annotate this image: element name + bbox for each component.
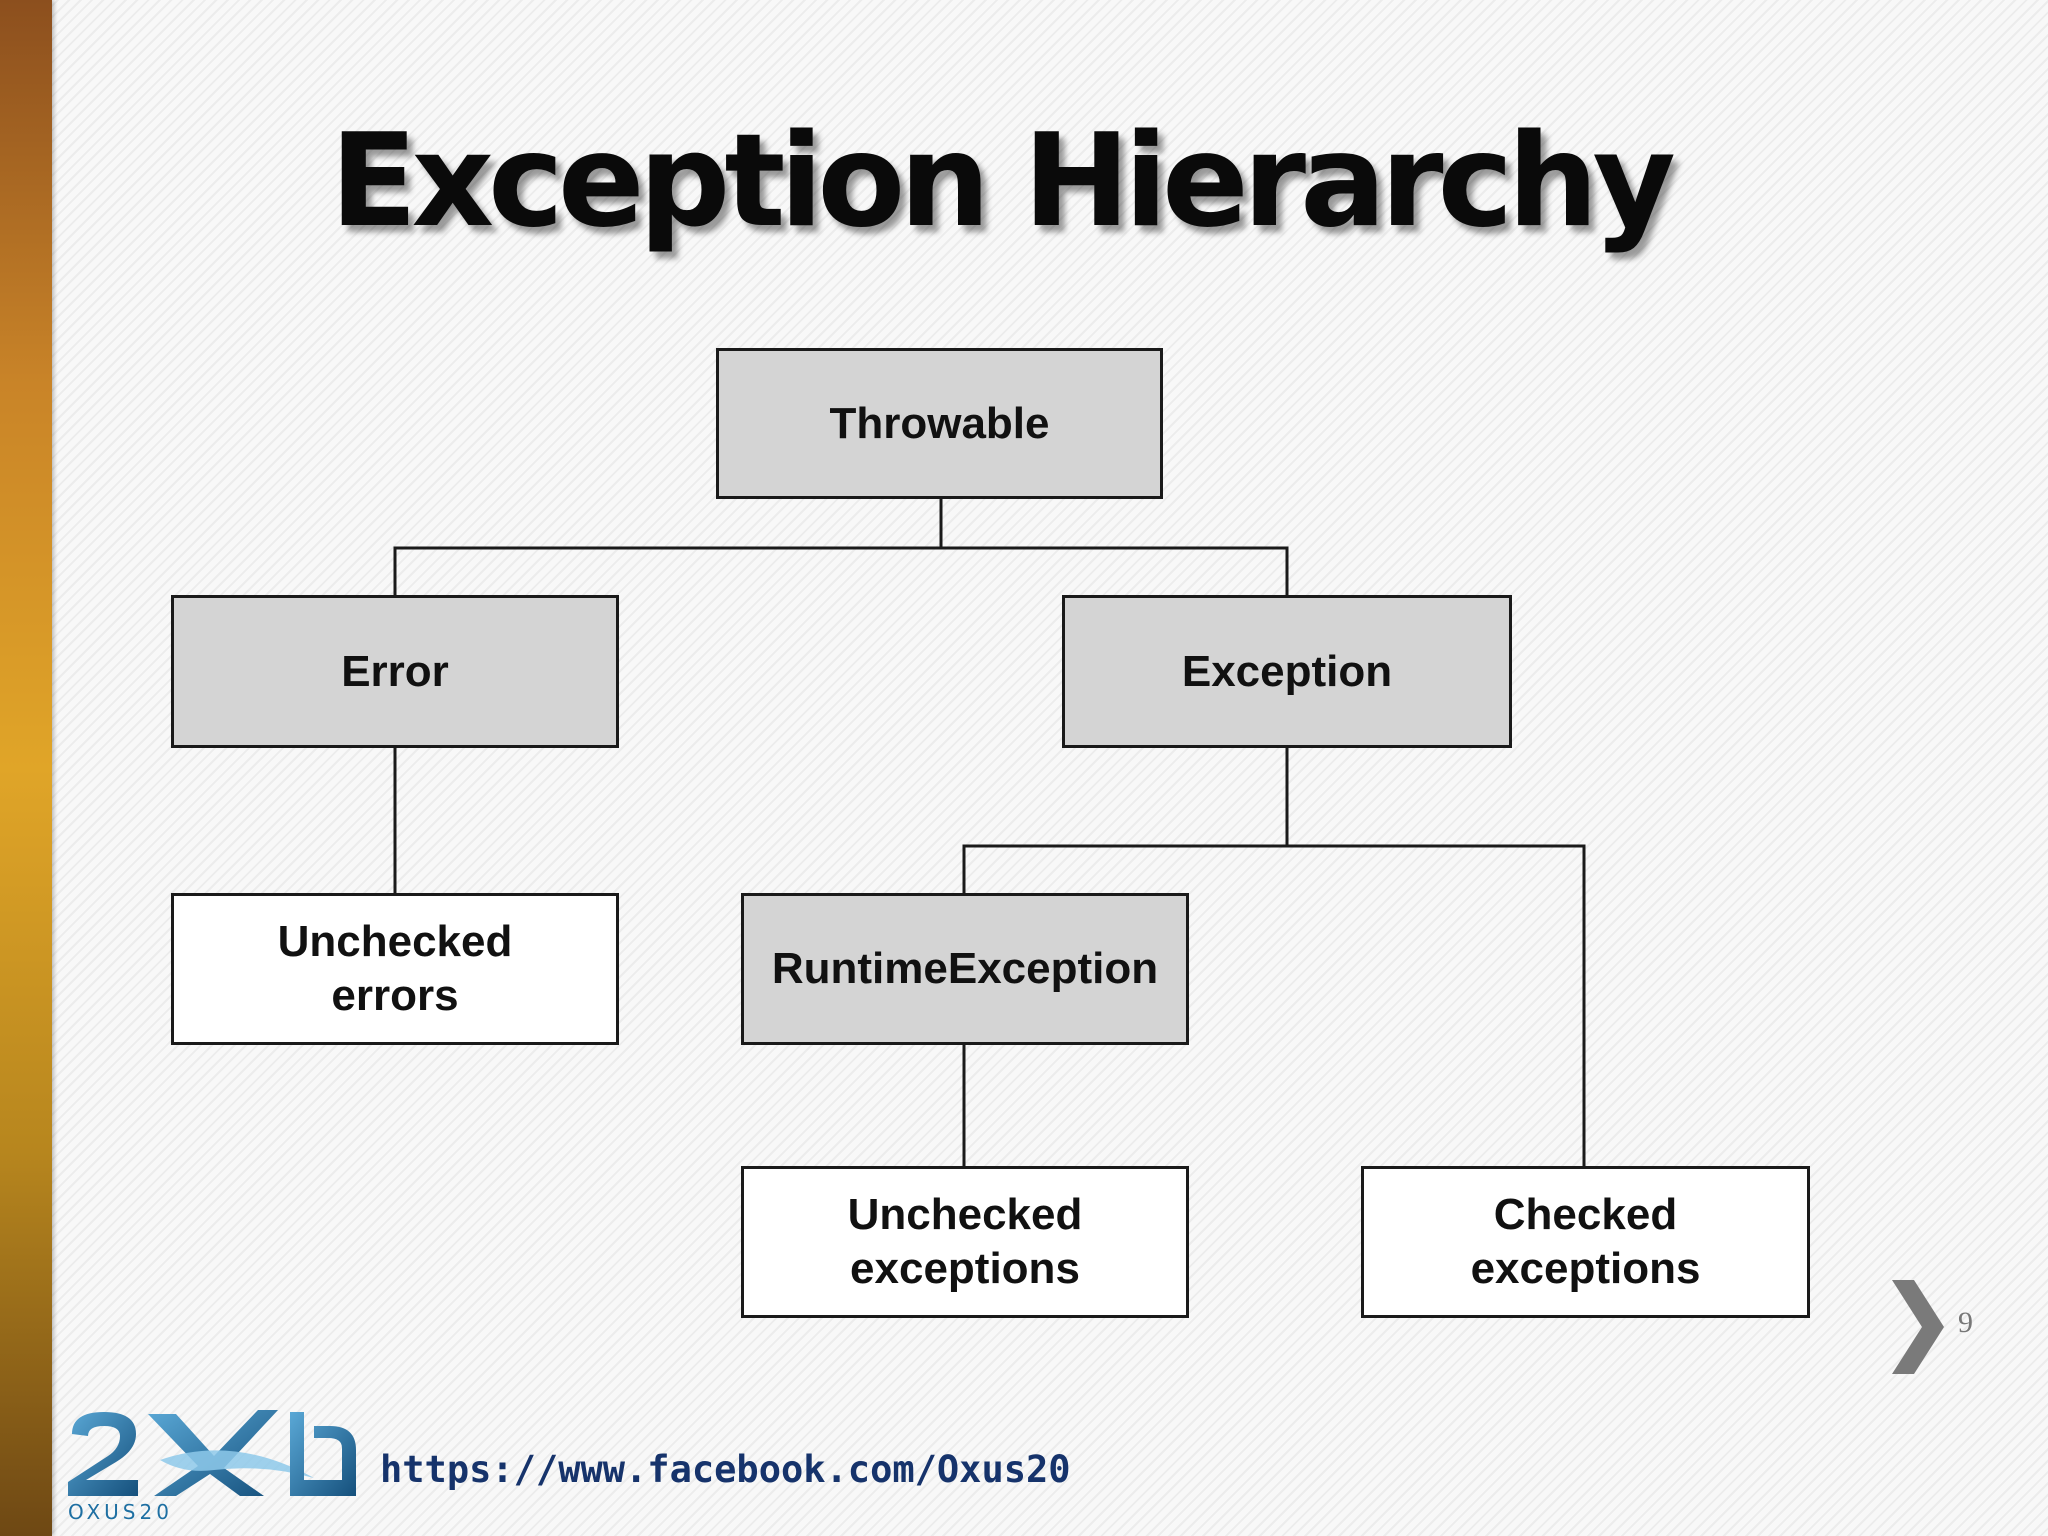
logo-caption: OXUS20 [68,1500,173,1524]
page-number: 9 [1958,1306,1973,1339]
footer-facebook-link[interactable]: https://www.facebook.com/Oxus20 [380,1448,1071,1491]
connector-exception-children [962,747,1289,894]
node-unchecked-errors: Unchecked errors [171,893,619,1045]
side-accent-band [0,0,52,1536]
node-runtime-exception: RuntimeException [741,893,1189,1045]
node-throwable-label: Throwable [829,398,1050,448]
page-title: Exception Hierarchy [330,107,1676,256]
node-error-label: Error [341,646,449,696]
node-throwable: Throwable [716,348,1163,499]
node-error: Error [171,595,619,748]
node-unchecked-errors-label: Unchecked errors [277,917,513,1020]
node-runtime-exception-label: RuntimeException [771,944,1159,994]
connector-throwable-children [393,497,943,597]
connector-exception-checked [1287,844,1586,1167]
oxus20-logo [68,1410,356,1496]
node-unchecked-exceptions-label: Unchecked exceptions [847,1190,1083,1293]
node-exception: Exception [1062,595,1512,748]
node-checked-exceptions: Checked exceptions [1361,1166,1810,1318]
node-unchecked-exceptions: Unchecked exceptions [741,1166,1189,1318]
node-checked-exceptions-label: Checked exceptions [1470,1190,1701,1293]
connector-throwable-exception [941,546,1289,597]
node-exception-label: Exception [1181,646,1393,696]
chevron-right-icon[interactable] [1886,1276,1948,1378]
